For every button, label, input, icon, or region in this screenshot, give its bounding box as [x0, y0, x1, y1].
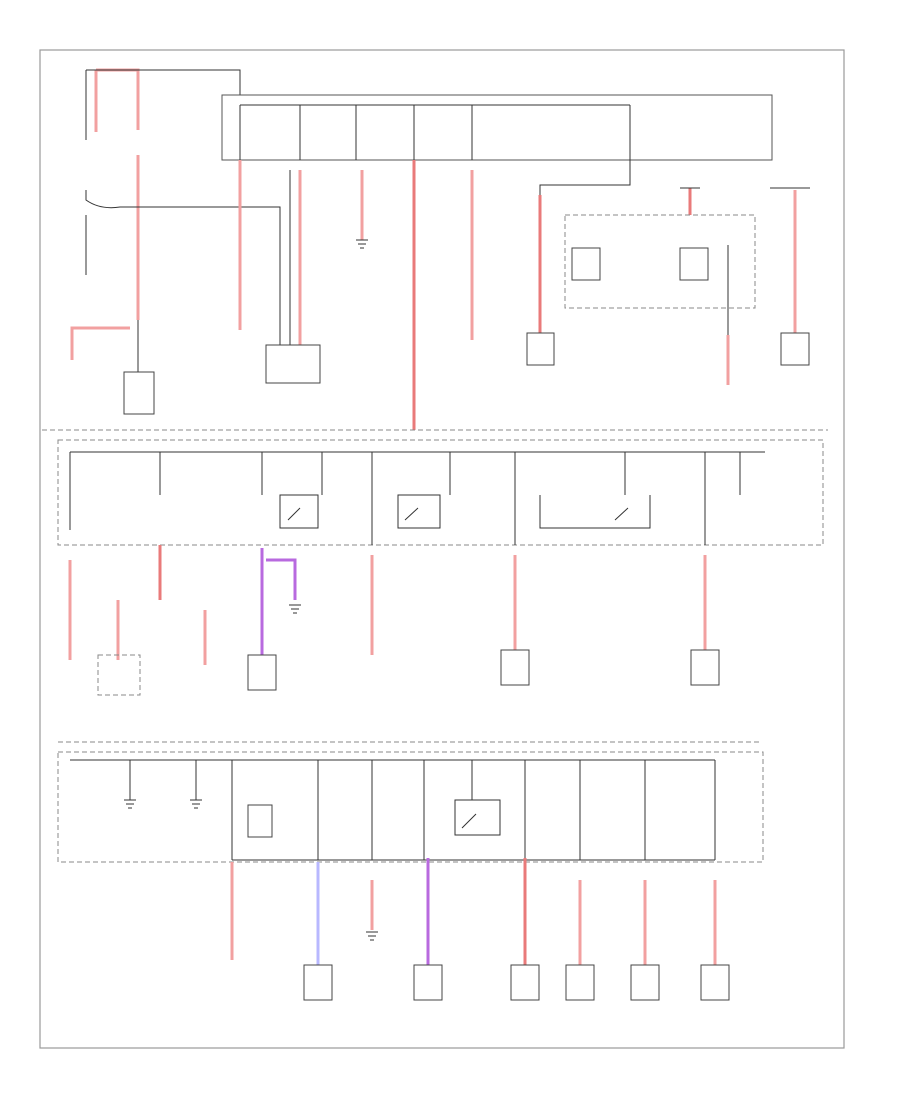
low-component-2 — [413, 964, 443, 1001]
relay-switch-2 — [397, 494, 441, 529]
fuse-stubs-middle — [69, 452, 741, 545]
lower-ground-2 — [190, 799, 202, 809]
module-component-1 — [526, 332, 555, 366]
lower-relay-switch — [454, 799, 501, 836]
fuse-box-top — [221, 94, 773, 161]
module-component-2 — [780, 332, 810, 366]
middle-section — [57, 439, 824, 696]
mid-ground-5 — [289, 604, 301, 614]
low-component-4 — [565, 964, 595, 1001]
distributor-relay-2 — [679, 247, 709, 281]
fuse-stubs-lower — [129, 760, 716, 860]
low-component-6 — [700, 964, 730, 1001]
current-distributor-box — [564, 214, 756, 309]
mid-component-4 — [690, 649, 720, 686]
lower-section — [57, 751, 764, 1001]
relay-switch-3 — [539, 495, 651, 529]
mid-component-3 — [500, 649, 530, 686]
ground-symbol-3 — [356, 239, 368, 249]
mid-branch-5-purple — [260, 548, 297, 660]
top-section — [70, 68, 810, 430]
fuse-box-lower — [57, 751, 764, 863]
lower-relay-1 — [247, 804, 273, 838]
fuse-box-middle — [57, 439, 824, 546]
low-component-3 — [510, 964, 540, 1001]
starter-feed-red — [70, 326, 130, 360]
mid-component-2 — [247, 654, 277, 691]
low-component-5 — [630, 964, 660, 1001]
outer-frame — [39, 49, 845, 1049]
starter-component — [123, 371, 155, 415]
mid-component-1 — [97, 654, 141, 696]
fuse-stubs-top — [239, 105, 631, 160]
branch-6-feed — [539, 160, 631, 195]
distributor-relay-1 — [571, 247, 601, 281]
relay-switch-1 — [279, 494, 319, 529]
battery-black-loop — [85, 69, 241, 140]
lower-ground-1 — [124, 799, 136, 809]
low-component-1 — [303, 964, 333, 1001]
low-ground-3 — [366, 931, 378, 941]
battery-wire-red — [96, 68, 140, 130]
relay-block-mid — [265, 344, 321, 384]
ground-wire — [85, 190, 281, 345]
